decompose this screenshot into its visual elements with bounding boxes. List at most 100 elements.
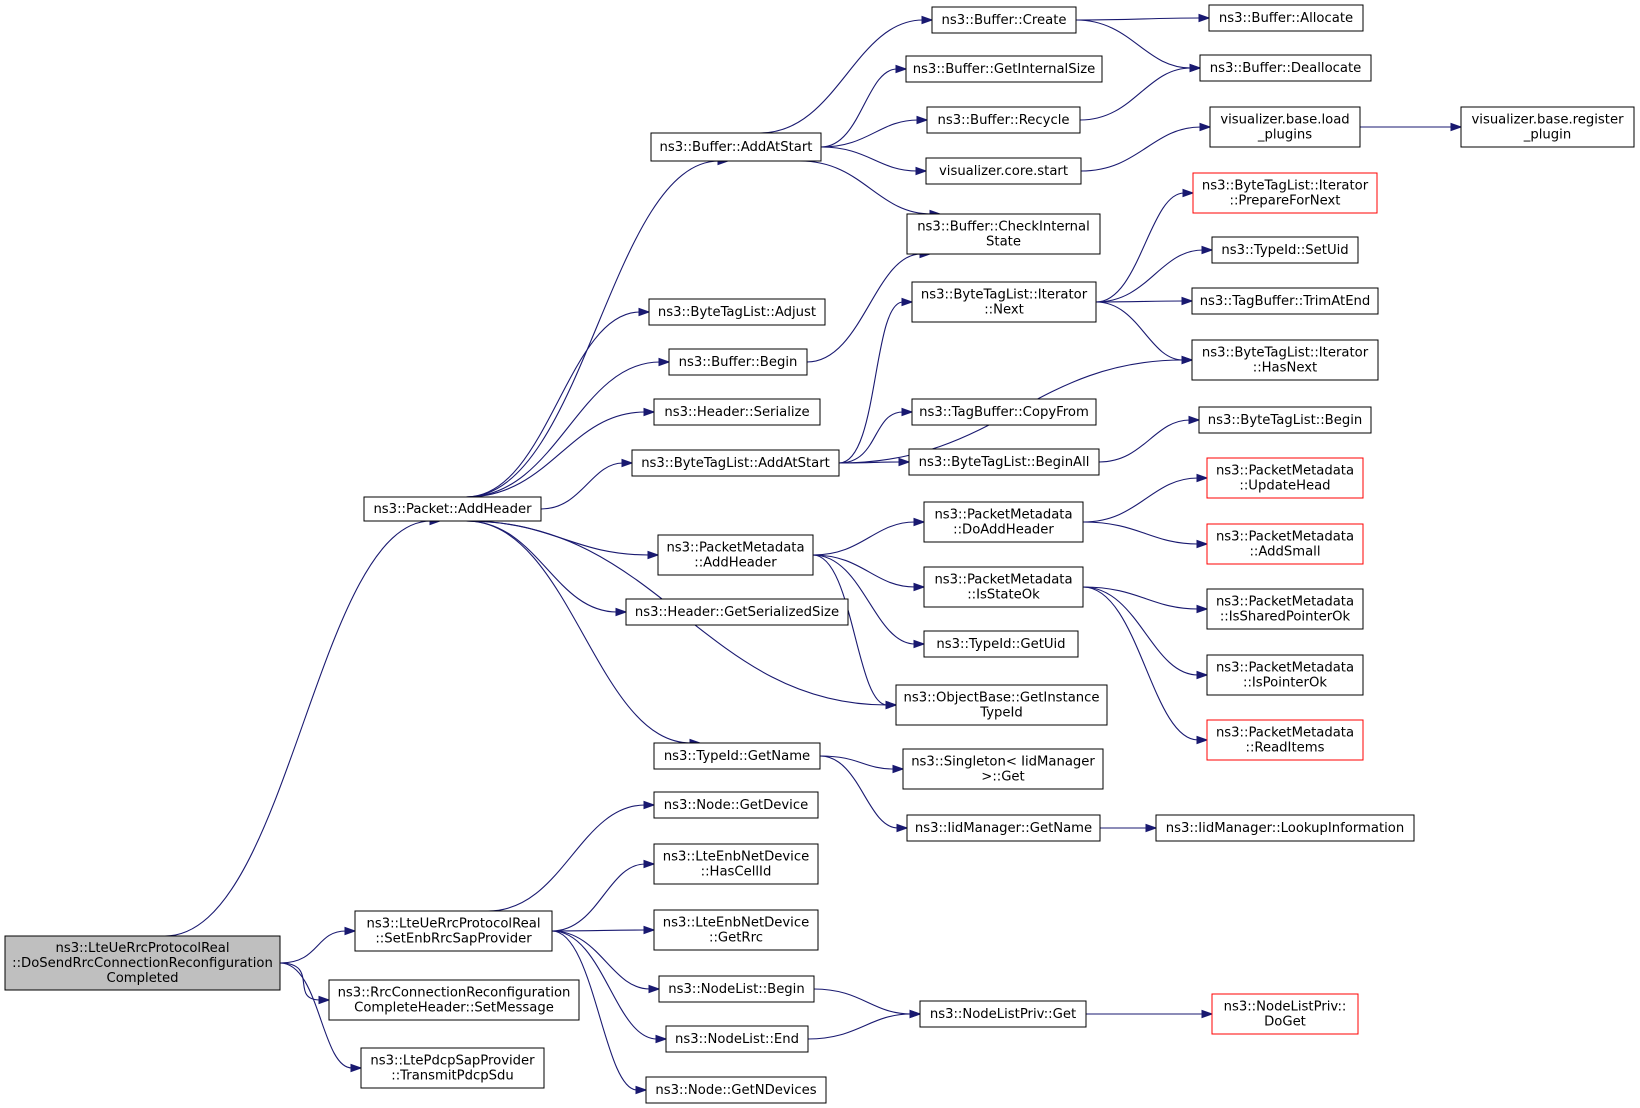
edge-addHeader-to-bufBegin: [465, 361, 661, 498]
node-buf-allocate[interactable]: ns3::Buffer::Allocate: [1208, 4, 1364, 32]
node-buf-create[interactable]: ns3::Buffer::Create: [931, 6, 1077, 34]
node-btl-begin-all[interactable]: ns3::ByteTagList::BeginAll: [908, 448, 1100, 476]
node-label-line: ::AddSmall: [1249, 545, 1320, 560]
nodes-layer: ns3::LteUeRrcProtocolReal::DoSendRrcConn…: [4, 4, 1635, 1104]
arrowhead: [892, 764, 905, 774]
node-pm-add-header[interactable]: ns3::PacketMetadata::AddHeader: [657, 534, 814, 576]
node-box: [363, 496, 542, 522]
arrowhead: [318, 995, 331, 1005]
edge-typeGetName-to-iidGetName: [819, 755, 899, 829]
node-btl-iter-has-next[interactable]: ns3::ByteTagList::Iterator::HasNext: [1191, 339, 1379, 381]
edge-nlBegin-to-nlpGet: [813, 988, 912, 1015]
edge-btlAddAtStart-to-btlBeginAll: [838, 461, 901, 464]
node-viz-load-plugins[interactable]: visualizer.base.load_plugins: [1209, 106, 1361, 148]
node-buf-recycle[interactable]: ns3::Buffer::Recycle: [926, 106, 1081, 134]
node-box: [1208, 4, 1364, 32]
node-pm-update-head[interactable]: ns3::PacketMetadata::UpdateHead: [1206, 457, 1364, 499]
node-label-line: ns3::ByteTagList::Begin: [1208, 413, 1362, 428]
node-label-line: ns3::ByteTagList::BeginAll: [919, 455, 1090, 470]
edge-addHeader-to-typeGetName: [465, 520, 692, 744]
node-pm-is-pointer[interactable]: ns3::PacketMetadata::IsPointerOk: [1206, 654, 1364, 696]
arrowhead: [1182, 188, 1195, 198]
node-box: [1206, 654, 1364, 696]
node-node-get-n[interactable]: ns3::Node::GetNDevices: [645, 1076, 827, 1104]
edge-setEnb-to-nlEnd: [551, 930, 658, 1040]
node-btl-add-at-start[interactable]: ns3::ByteTagList::AddAtStart: [631, 449, 840, 477]
edge-addHeader-to-btlAdjust: [465, 311, 641, 498]
node-label-line: CompleteHeader::SetMessage: [354, 1001, 554, 1016]
node-pm-read-items[interactable]: ns3::PacketMetadata::ReadItems: [1206, 719, 1364, 761]
node-pm-is-shared[interactable]: ns3::PacketMetadata::IsSharedPointerOk: [1206, 588, 1364, 630]
node-node-get-device[interactable]: ns3::Node::GetDevice: [653, 791, 819, 819]
arrowhead: [350, 1063, 363, 1073]
node-label-line: ns3::Buffer::Allocate: [1219, 11, 1353, 26]
node-viz-core-start[interactable]: visualizer.core.start: [925, 157, 1082, 185]
node-label-line: ::GetRrc: [709, 931, 763, 946]
node-buf-begin[interactable]: ns3::Buffer::Begin: [668, 348, 808, 376]
node-label-line: ns3::NodeListPriv::: [1224, 1000, 1347, 1015]
node-set-enb[interactable]: ns3::LteUeRrcProtocolReal::SetEnbRrcSapP…: [354, 910, 553, 952]
node-nlp-get[interactable]: ns3::NodeListPriv::Get: [919, 1000, 1087, 1028]
node-get-rrc[interactable]: ns3::LteEnbNetDevice::GetRrc: [653, 909, 819, 951]
arrowhead: [915, 166, 928, 176]
node-set-msg[interactable]: ns3::RrcConnectionReconfigurationComplet…: [328, 979, 580, 1021]
arrowhead: [901, 407, 914, 417]
node-label-line: ns3::ByteTagList::AddAtStart: [641, 456, 830, 471]
node-box: [906, 814, 1101, 842]
node-pm-do-add-header[interactable]: ns3::PacketMetadata::DoAddHeader: [923, 501, 1084, 543]
node-label-line: ns3::PacketMetadata: [934, 573, 1072, 588]
node-box: [905, 55, 1103, 83]
node-viz-register[interactable]: visualizer.base.register_plugin: [1460, 106, 1635, 148]
node-buf-add-at-start[interactable]: ns3::Buffer::AddAtStart: [650, 132, 822, 162]
node-hdr-serialize[interactable]: ns3::Header::Serialize: [653, 398, 821, 426]
arrowhead: [909, 1009, 922, 1019]
node-root[interactable]: ns3::LteUeRrcProtocolReal::DoSendRrcConn…: [4, 935, 281, 991]
edge-bufAddAtStart-to-bufRecycle: [820, 119, 919, 148]
node-label-line: ns3::Buffer::CheckInternal: [917, 220, 1090, 235]
node-box: [931, 6, 1077, 34]
arrowhead: [648, 984, 661, 994]
node-add-header[interactable]: ns3::Packet::AddHeader: [363, 496, 542, 522]
node-iid-get-name[interactable]: ns3::IidManager::GetName: [906, 814, 1101, 842]
arrowhead: [896, 823, 909, 833]
node-nl-begin[interactable]: ns3::NodeList::Begin: [658, 975, 815, 1003]
node-hdr-get-size[interactable]: ns3::Header::GetSerializedSize: [625, 598, 849, 626]
node-label-line: ns3::ByteTagList::Adjust: [658, 305, 816, 320]
node-type-get-uid[interactable]: ns3::TypeId::GetUid: [923, 630, 1079, 658]
node-transmit[interactable]: ns3::LtePdcpSapProvider::TransmitPdcpSdu: [360, 1047, 545, 1089]
node-label-line: ns3::NodeListPriv::Get: [930, 1007, 1076, 1022]
edge-setEnb-to-nodeGetN: [551, 930, 638, 1091]
node-buf-get-internal[interactable]: ns3::Buffer::GetInternalSize: [905, 55, 1103, 83]
node-tb-trim-at-end[interactable]: ns3::TagBuffer::TrimAtEnd: [1191, 287, 1379, 315]
node-label-line: State: [986, 235, 1021, 250]
node-box: [923, 630, 1079, 658]
node-singleton-get[interactable]: ns3::Singleton< IidManager>::Get: [902, 748, 1104, 790]
node-iid-lookup[interactable]: ns3::IidManager::LookupInformation: [1155, 814, 1415, 842]
node-btl-iter-prepare[interactable]: ns3::ByteTagList::Iterator::PrepareForNe…: [1192, 172, 1378, 214]
node-box: [1191, 339, 1379, 381]
node-type-get-name[interactable]: ns3::TypeId::GetName: [653, 742, 821, 770]
node-btl-begin[interactable]: ns3::ByteTagList::Begin: [1198, 406, 1372, 434]
node-tb-copy-from[interactable]: ns3::TagBuffer::CopyFrom: [911, 398, 1097, 426]
edge-btlBeginAll-to-btlBegin: [1098, 419, 1191, 463]
node-pm-add-small[interactable]: ns3::PacketMetadata::AddSmall: [1206, 523, 1364, 565]
node-pm-is-state-ok[interactable]: ns3::PacketMetadata::IsStateOk: [923, 566, 1084, 608]
node-nlp-do-get[interactable]: ns3::NodeListPriv::DoGet: [1211, 993, 1359, 1035]
edge-setEnb-to-getRrc: [551, 929, 646, 932]
node-has-cell-id[interactable]: ns3::LteEnbNetDevice::HasCellId: [653, 843, 819, 885]
node-label-line: ns3::LteUeRrcProtocolReal: [366, 917, 540, 932]
node-type-set-uid[interactable]: ns3::TypeId::SetUid: [1211, 236, 1359, 264]
node-label-line: ::DoAddHeader: [953, 523, 1054, 538]
node-buf-deallocate[interactable]: ns3::Buffer::Deallocate: [1199, 54, 1372, 82]
node-btl-adjust[interactable]: ns3::ByteTagList::Adjust: [648, 298, 826, 326]
node-label-line: _plugins: [1257, 128, 1312, 143]
edge-setEnb-to-hasCellId: [551, 863, 646, 932]
node-box: [1155, 814, 1415, 842]
node-label-line: TypeId: [979, 706, 1023, 721]
arrowhead: [913, 582, 926, 592]
node-nl-end[interactable]: ns3::NodeList::End: [665, 1025, 809, 1053]
node-btl-iter-next[interactable]: ns3::ByteTagList::Iterator::Next: [911, 281, 1097, 323]
node-label-line: ns3::Buffer::AddAtStart: [660, 140, 813, 155]
